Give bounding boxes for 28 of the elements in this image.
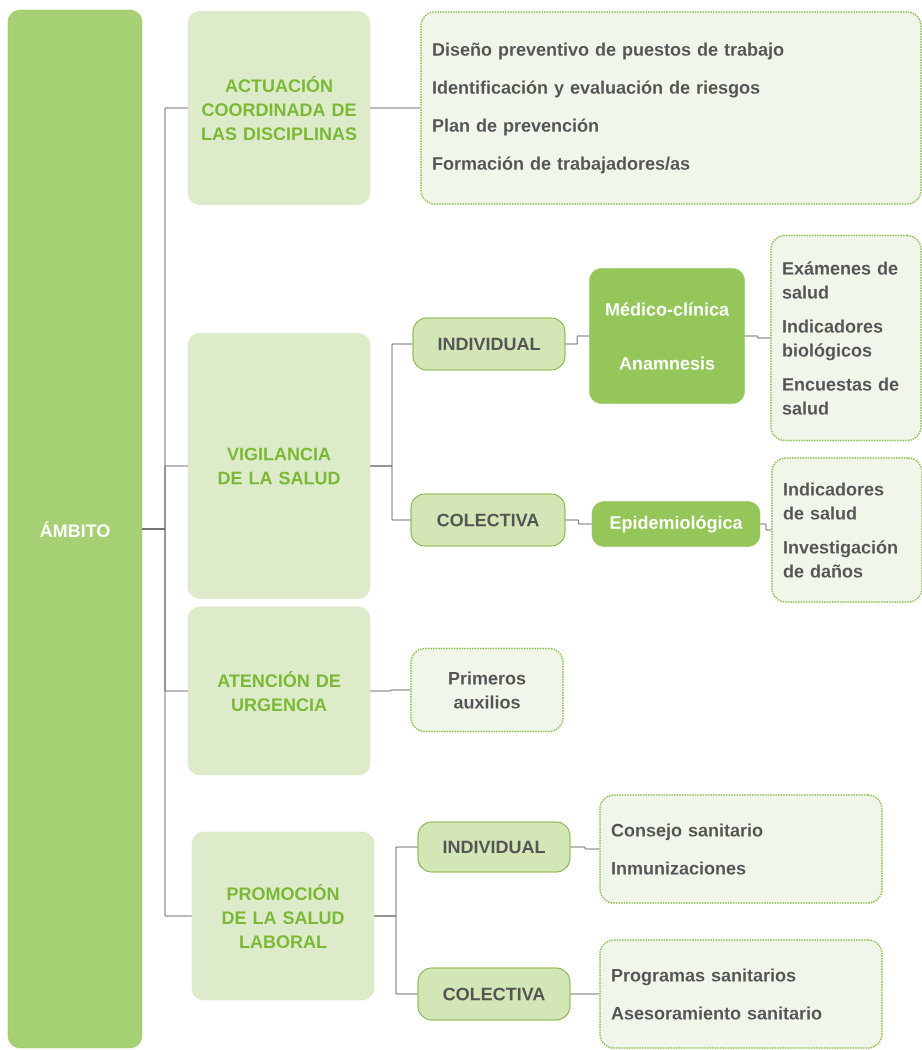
connector <box>570 846 600 850</box>
list-box: Consejo sanitario Inmunizaciones <box>599 794 883 904</box>
subcategory-box: INDIVIDUAL <box>417 821 571 873</box>
connector <box>369 107 421 109</box>
subcategory-box: COLECTIVA <box>417 967 571 1021</box>
list-box: Primeros auxilios <box>410 647 564 733</box>
subcategory-box: INDIVIDUAL <box>412 317 566 371</box>
connector <box>759 523 772 531</box>
connector <box>373 915 418 995</box>
method-box: Médico-clínica Anamnesis <box>589 268 745 404</box>
connector <box>141 528 193 917</box>
list-box: Exámenes de salud Indicadores biológicos Encuestas de salud <box>770 234 922 442</box>
list-box: Diseño preventivo de puestos de trabajo Identificación y evaluación de riesgos Plan de prevención Formación de trabajadores/as <box>420 11 922 205</box>
connector <box>369 689 411 692</box>
category-box: ACTUACIÓN COORDINADA DE LAS DISCIPLINAS <box>187 11 371 205</box>
connector <box>565 519 593 525</box>
category-box: VIGILANCIA DE LA SALUD <box>187 333 371 599</box>
category-box: ATENCIÓN DE URGENCIA <box>187 606 371 776</box>
subcategory-box: COLECTIVA <box>410 493 566 547</box>
list-box: Indicadores de salud Investigación de daños <box>771 457 922 603</box>
category-bar: ÁMBITO <box>7 9 143 1049</box>
connector <box>570 993 600 995</box>
connector <box>565 335 590 345</box>
connector <box>369 465 411 521</box>
method-box: Epidemiológica <box>591 501 761 547</box>
category-box: PROMOCIÓN DE LA SALUD LABORAL <box>191 831 375 1001</box>
list-box: Programas sanitarios Asesoramiento sanitario <box>599 939 883 1049</box>
connector <box>744 335 771 339</box>
